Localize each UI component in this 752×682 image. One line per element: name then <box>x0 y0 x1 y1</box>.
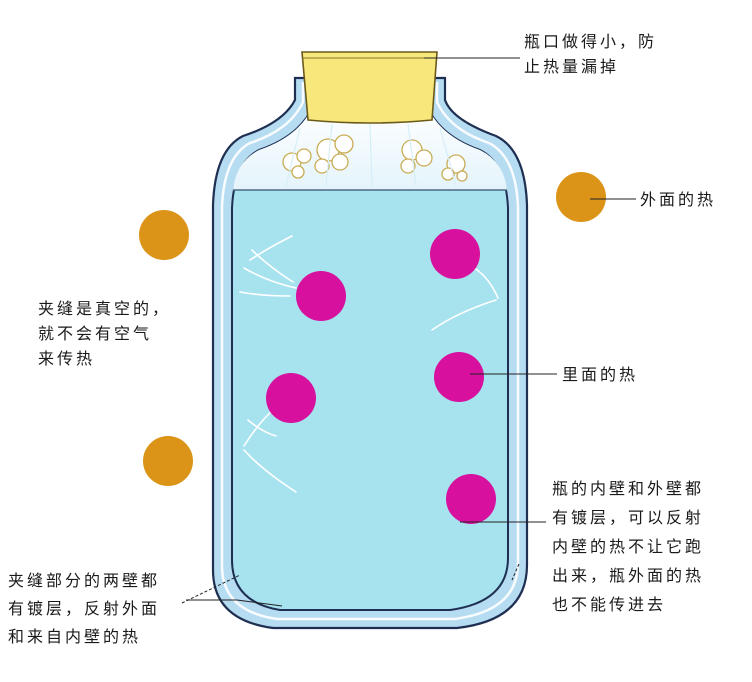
leader-lines <box>181 57 636 607</box>
label-walls-line-2: 有镀层，可以反射 <box>552 508 705 527</box>
label-vacuum: 夹缝是真空的， 就不会有空气 来传热 <box>38 296 171 371</box>
outer-wall-pointer <box>511 563 520 581</box>
label-inside-heat-text: 里面的热 <box>562 365 639 384</box>
reflective-gap-line <box>220 82 520 621</box>
label-walls-line-3: 内壁的热不让它跑 <box>552 537 705 556</box>
outside-heat-dot <box>556 172 606 222</box>
steam-puffs <box>282 134 468 182</box>
label-mouth: 瓶口做得小，防 止热量漏掉 <box>524 29 657 79</box>
label-outside-heat-text: 外面的热 <box>640 190 717 209</box>
steam-glow-lines <box>285 123 457 187</box>
inside-heat-dot <box>296 271 346 321</box>
inside-heat-dot <box>266 373 316 423</box>
label-walls-line-5: 也不能传进去 <box>552 595 667 614</box>
outside-heat-dots <box>139 172 606 486</box>
inside-heat-dot <box>430 229 480 279</box>
reflection-streaks <box>239 235 499 493</box>
inside-heat-dots <box>266 229 496 524</box>
label-outside-heat: 外面的热 <box>640 187 716 212</box>
label-walls-line-1: 瓶的内壁和外壁都 <box>552 479 705 498</box>
label-vacuum-line-2: 就不会有空气 <box>38 324 153 343</box>
label-inside-heat: 里面的热 <box>562 362 638 387</box>
label-walls-line-4: 出来，瓶外面的热 <box>552 566 705 585</box>
outside-heat-dot <box>143 436 193 486</box>
label-inner-outer-walls: 瓶的内壁和外壁都 有镀层，可以反射 内壁的热不让它跑 出来，瓶外面的热 也不能传… <box>552 474 704 619</box>
label-vacuum-line-3: 来传热 <box>38 349 96 368</box>
label-gap-line-2: 有镀层，反射外面 <box>8 599 161 618</box>
label-vacuum-line-1: 夹缝是真空的， <box>38 299 172 318</box>
inside-heat-dot <box>446 474 496 524</box>
outside-heat-dot <box>139 210 189 260</box>
label-gap-line-3: 和来自内壁的热 <box>8 627 142 646</box>
cork-stopper <box>301 51 438 124</box>
inside-heat-dot <box>434 352 484 402</box>
label-gap-walls: 夹缝部分的两壁都 有镀层，反射外面 和来自内壁的热 <box>8 567 160 651</box>
label-mouth-line-2: 止热量漏掉 <box>524 57 620 76</box>
label-gap-line-1: 夹缝部分的两壁都 <box>8 571 161 590</box>
label-mouth-line-1: 瓶口做得小，防 <box>524 32 658 51</box>
